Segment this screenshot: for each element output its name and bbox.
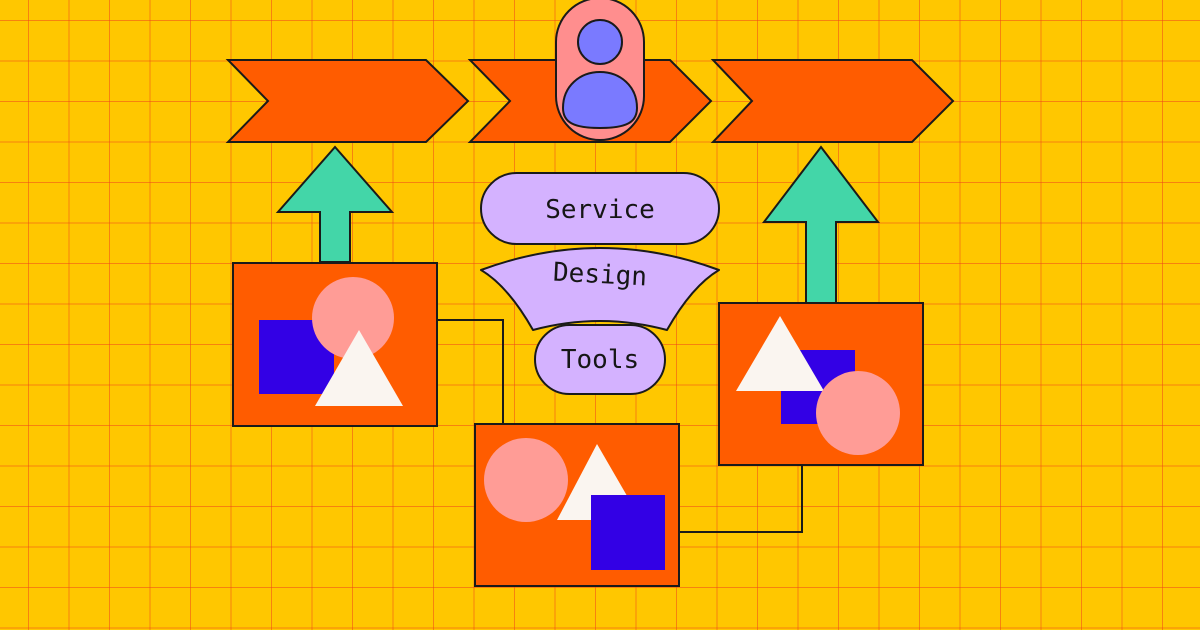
title-pill-tools: Tools <box>534 324 666 395</box>
title-line-2: Design <box>552 258 647 293</box>
arrow-up-icon-left <box>275 145 395 263</box>
shapes-card-left <box>232 262 438 427</box>
square-shape <box>591 495 665 570</box>
title-line-1: Service <box>545 195 655 225</box>
title-line-3: Tools <box>561 345 639 375</box>
shapes-card-right <box>718 302 924 466</box>
title-pill-service: Service <box>480 172 720 245</box>
circle-shape <box>484 438 568 522</box>
process-chevron-step-1 <box>225 59 470 143</box>
circle-shape <box>816 371 900 455</box>
circle-shape <box>312 277 394 359</box>
process-chevron-step-3 <box>710 59 955 143</box>
triangle-shape <box>315 330 403 406</box>
user-avatar-icon <box>555 0 645 141</box>
title-pill-design: Design <box>480 247 720 331</box>
shapes-card-middle <box>474 423 680 587</box>
triangle-shape <box>736 316 824 391</box>
arrow-up-icon-right <box>761 145 881 304</box>
